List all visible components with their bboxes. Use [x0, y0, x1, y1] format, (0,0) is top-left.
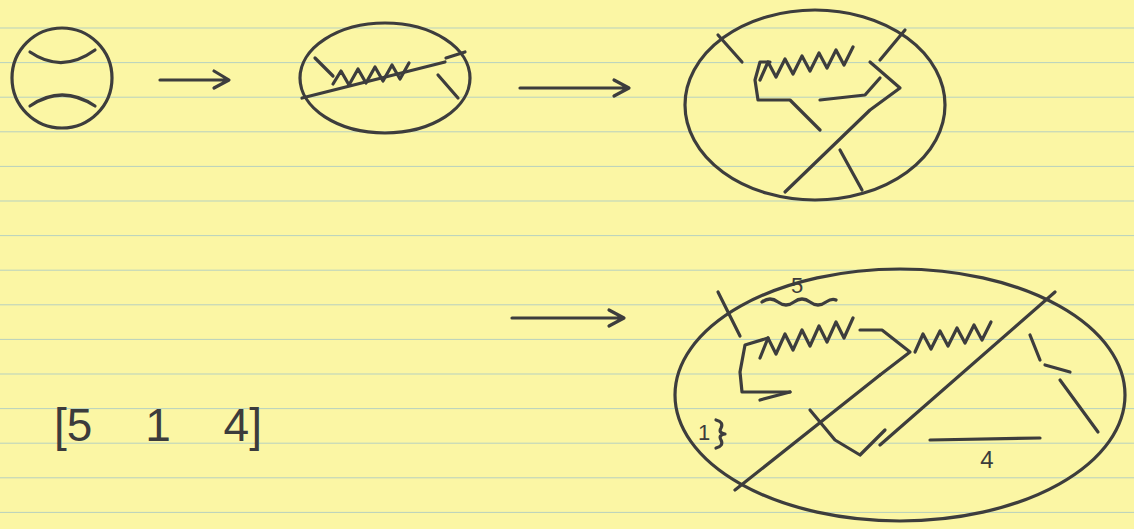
twist-tangle	[300, 23, 470, 133]
ruled-line	[0, 62, 1134, 63]
ruled-line	[0, 166, 1134, 167]
continued-fraction-vector: [5 1 4]	[54, 402, 262, 448]
ruled-line	[0, 235, 1134, 236]
ruled-line	[0, 131, 1134, 132]
tangle-5-1-4	[675, 269, 1125, 521]
ruled-line	[0, 304, 1134, 305]
ruled-line	[0, 270, 1134, 271]
twist-tangle	[685, 10, 945, 200]
zero-tangle	[12, 28, 112, 128]
ruled-line	[0, 28, 1134, 29]
ruled-line	[0, 201, 1134, 202]
twist-count: 1	[698, 422, 710, 444]
brace	[930, 438, 1040, 440]
twist-count: 4	[980, 448, 993, 472]
arrow	[520, 80, 629, 96]
ruled-line	[0, 97, 1134, 98]
ruled-line	[0, 477, 1134, 478]
brace	[716, 420, 725, 448]
arrow	[512, 310, 624, 326]
twist-count: 5	[791, 275, 803, 297]
arrow	[160, 71, 229, 88]
ruled-lines	[0, 28, 1134, 512]
ruled-line	[0, 512, 1134, 513]
brace	[762, 299, 836, 305]
